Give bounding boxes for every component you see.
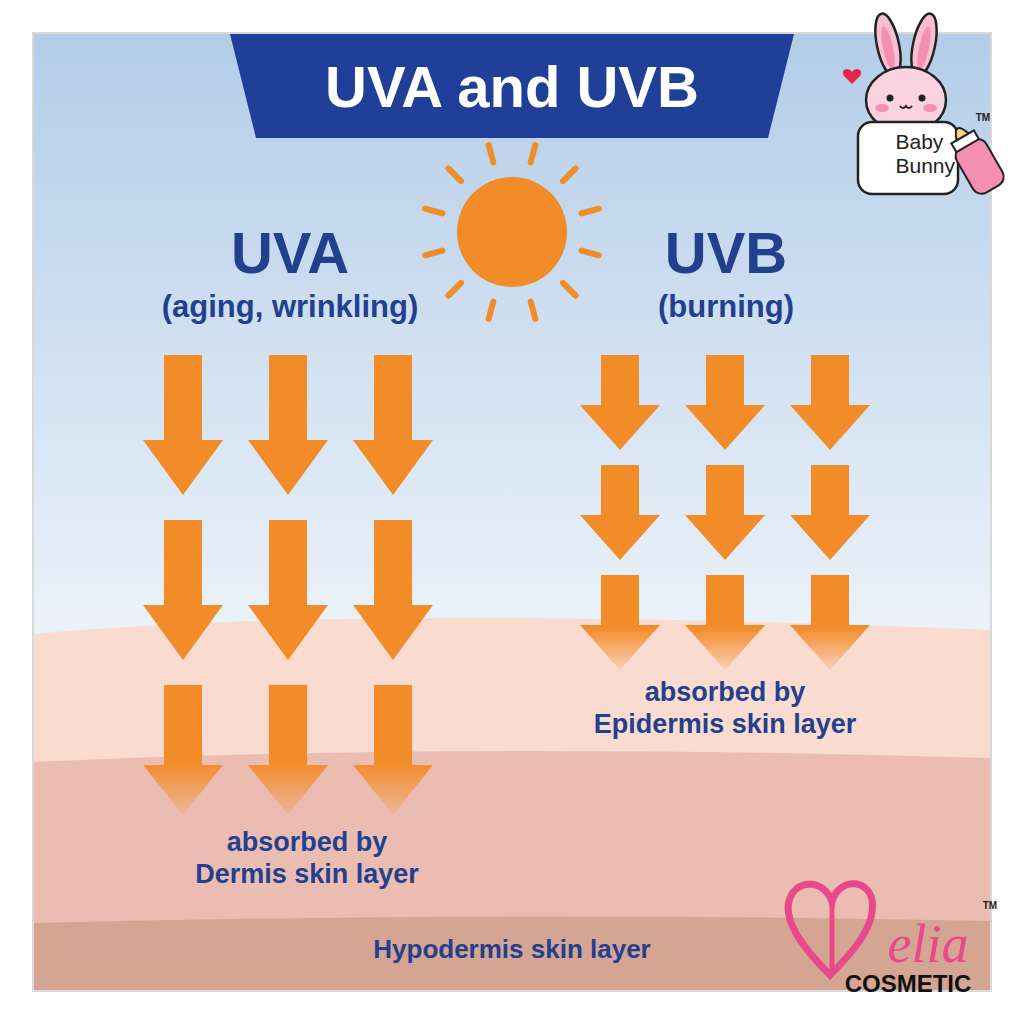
uv-arrow [790, 355, 870, 450]
sun-ray [448, 168, 461, 181]
sun-ray [582, 251, 599, 256]
band-fill [34, 618, 990, 990]
uv-arrow [580, 355, 660, 450]
brand-script: elia [887, 912, 970, 977]
uvb-effect: (burning) [657, 288, 796, 325]
sun-ray [489, 302, 494, 319]
uv-arrow [248, 685, 328, 815]
uv-arrow [143, 355, 223, 495]
banner-shape [230, 34, 794, 138]
uv-arrow [790, 575, 870, 670]
sun-ray [425, 251, 442, 256]
sun-ray [425, 209, 442, 214]
sun-ray [448, 283, 461, 296]
uv-arrow [685, 575, 765, 670]
sun-ray [563, 168, 576, 181]
sun-ray [563, 283, 576, 296]
uv-arrow [143, 520, 223, 660]
uv-arrow [353, 685, 433, 815]
sun [425, 145, 599, 319]
uv-arrow [143, 685, 223, 815]
uva-effect: (aging, wrinkling) [161, 288, 420, 325]
layer-label: absorbed by Epidermis skin layer [593, 676, 858, 741]
uv-arrow [580, 465, 660, 560]
trademark: TM [982, 900, 999, 912]
trademark: TM [975, 112, 992, 124]
brand-subtitle: COSMETIC [844, 970, 973, 999]
uv-arrow [248, 520, 328, 660]
uv-arrow [248, 355, 328, 495]
uva-heading: UVA [230, 218, 351, 288]
bunny-logo [843, 11, 1007, 197]
title: UVA and UVB [324, 52, 700, 122]
uv-arrow [353, 520, 433, 660]
uvb-heading: UVB [664, 218, 789, 288]
uv-arrow [685, 355, 765, 450]
layer-label: Hypodermis skin layer [372, 934, 652, 965]
uv-arrow [580, 575, 660, 670]
layer-label: absorbed by Dermis skin layer [194, 826, 420, 891]
sun-ray [489, 145, 494, 162]
uv-arrow [353, 355, 433, 495]
belia-heart [788, 884, 872, 975]
uv-arrow [685, 465, 765, 560]
sun-ray [531, 302, 536, 319]
uv-arrow [790, 465, 870, 560]
sky-frame [33, 33, 991, 991]
sun-ray [531, 145, 536, 162]
sun-ray [582, 209, 599, 214]
brand-name: Baby Bunny [896, 130, 919, 178]
